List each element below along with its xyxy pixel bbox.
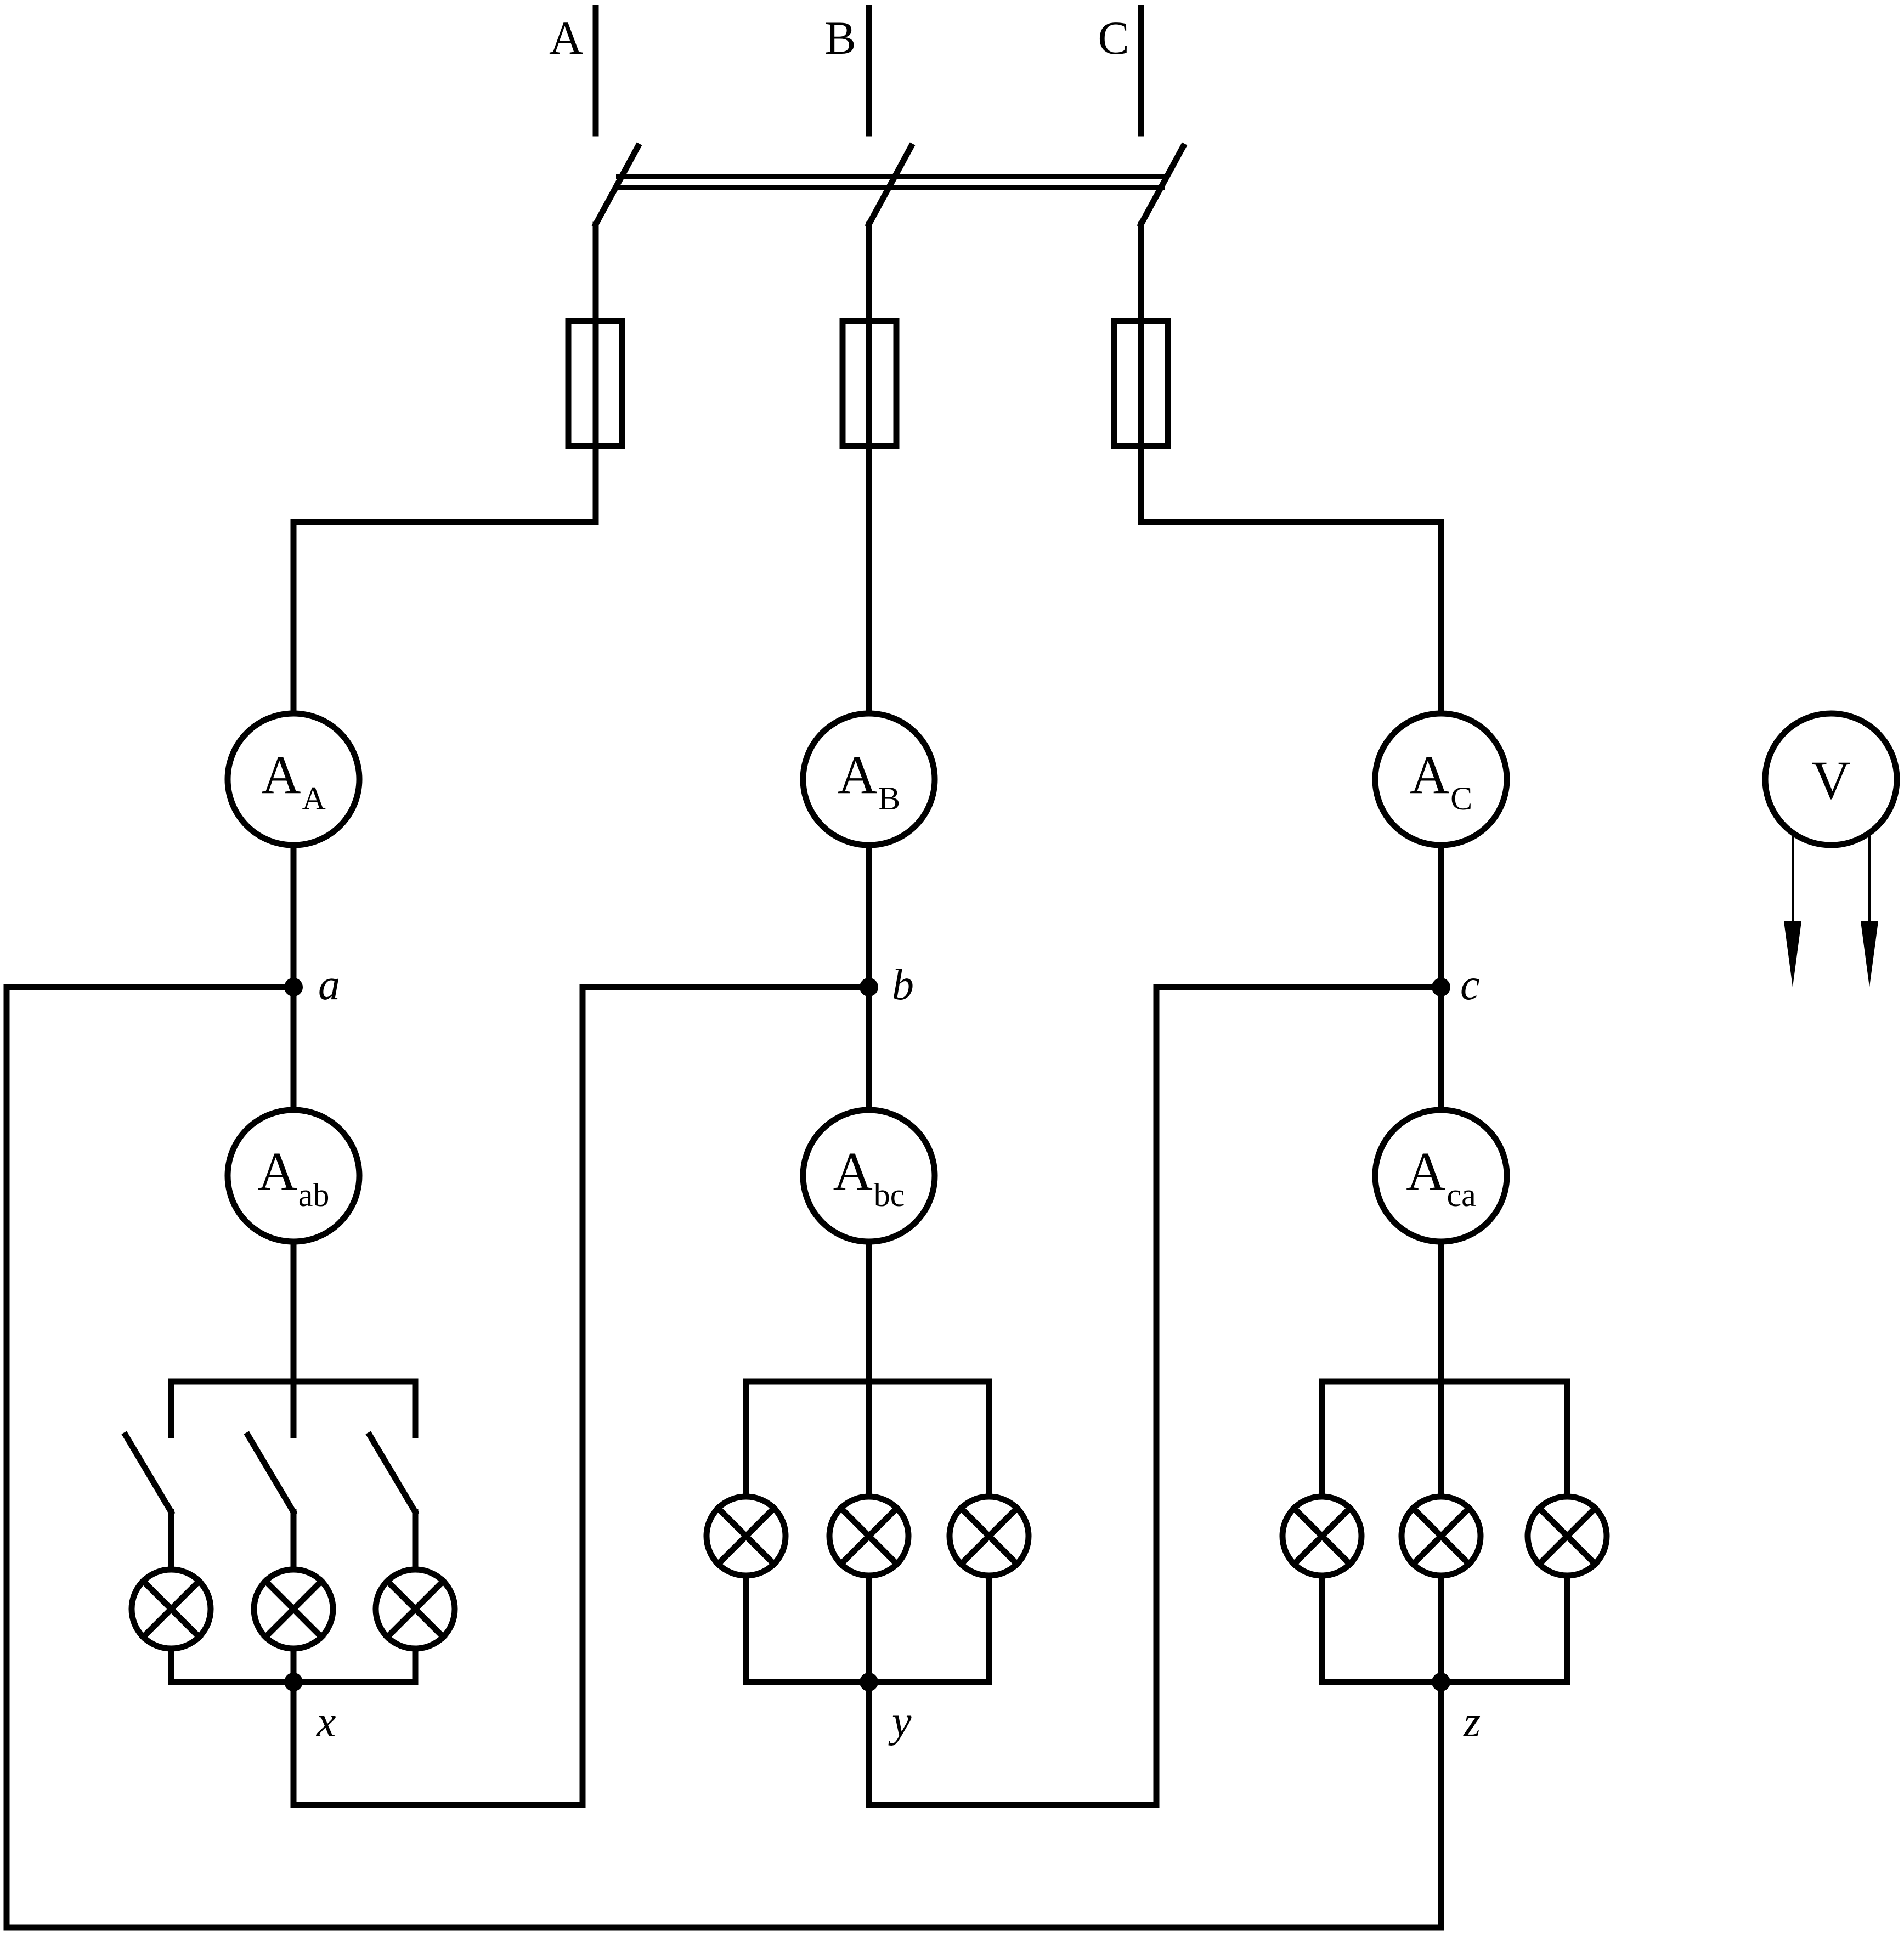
lamps bbox=[128, 1493, 1610, 1652]
lamp-icon bbox=[251, 1566, 336, 1652]
node-label-x: x bbox=[316, 1698, 336, 1746]
ammeter-ac: AC bbox=[1372, 710, 1510, 848]
line-ammeters: AA AB AC bbox=[224, 710, 1510, 848]
svg-text:Aca: Aca bbox=[1406, 1141, 1476, 1213]
lamp-switch-3 bbox=[365, 1431, 420, 1516]
phase-ammeters: Aab Abc Aca bbox=[224, 1107, 1510, 1245]
fuses bbox=[565, 318, 1171, 449]
svg-text:AA: AA bbox=[261, 744, 326, 817]
lamp-switch-2 bbox=[244, 1431, 298, 1516]
ammeter-aa: AA bbox=[224, 710, 363, 848]
svg-text:Aab: Aab bbox=[258, 1141, 330, 1213]
ammeter-ab-line: AB bbox=[800, 710, 938, 848]
lamp-icon bbox=[826, 1493, 912, 1579]
supply-and-switch bbox=[591, 5, 1188, 324]
node-wires bbox=[3, 842, 1444, 1931]
ammeter-ca: Aca bbox=[1372, 1107, 1510, 1245]
lamp-icon bbox=[703, 1493, 789, 1579]
svg-text:AC: AC bbox=[1410, 744, 1472, 817]
lamp-switches bbox=[121, 1431, 420, 1516]
node-label-b: b bbox=[892, 961, 914, 1009]
feeder-wires bbox=[290, 443, 1444, 717]
lamp-icon bbox=[128, 1566, 214, 1652]
probe-arrow-icon bbox=[1861, 921, 1878, 987]
svg-text:Abc: Abc bbox=[833, 1141, 905, 1213]
lamp-icon bbox=[1279, 1493, 1365, 1579]
phase-label-c: C bbox=[1098, 12, 1129, 64]
lamp-icon bbox=[1524, 1493, 1610, 1579]
lamp-icon bbox=[372, 1566, 458, 1652]
labels: A B C a b c x y z bbox=[316, 12, 1481, 1746]
svg-text:AB: AB bbox=[838, 744, 900, 817]
lamp-switch-1 bbox=[121, 1431, 176, 1516]
branch-wires bbox=[168, 1238, 1570, 1685]
voltmeter: V bbox=[1762, 710, 1900, 987]
voltmeter-label: V bbox=[1811, 750, 1851, 811]
node-label-c: c bbox=[1460, 961, 1480, 1009]
node-label-a: a bbox=[318, 961, 340, 1009]
probe-arrow-icon bbox=[1784, 921, 1801, 987]
ammeter-bc: Abc bbox=[800, 1107, 938, 1245]
node-label-y: y bbox=[888, 1698, 912, 1746]
lamp-icon bbox=[946, 1493, 1032, 1579]
phase-label-b: B bbox=[824, 12, 856, 64]
junction-dots bbox=[284, 978, 1450, 1691]
ammeter-ab: Aab bbox=[224, 1107, 363, 1245]
node-label-z: z bbox=[1463, 1698, 1481, 1746]
phase-label-a: A bbox=[549, 12, 583, 64]
lamp-icon bbox=[1398, 1493, 1484, 1579]
three-pole-switch bbox=[591, 142, 1188, 229]
